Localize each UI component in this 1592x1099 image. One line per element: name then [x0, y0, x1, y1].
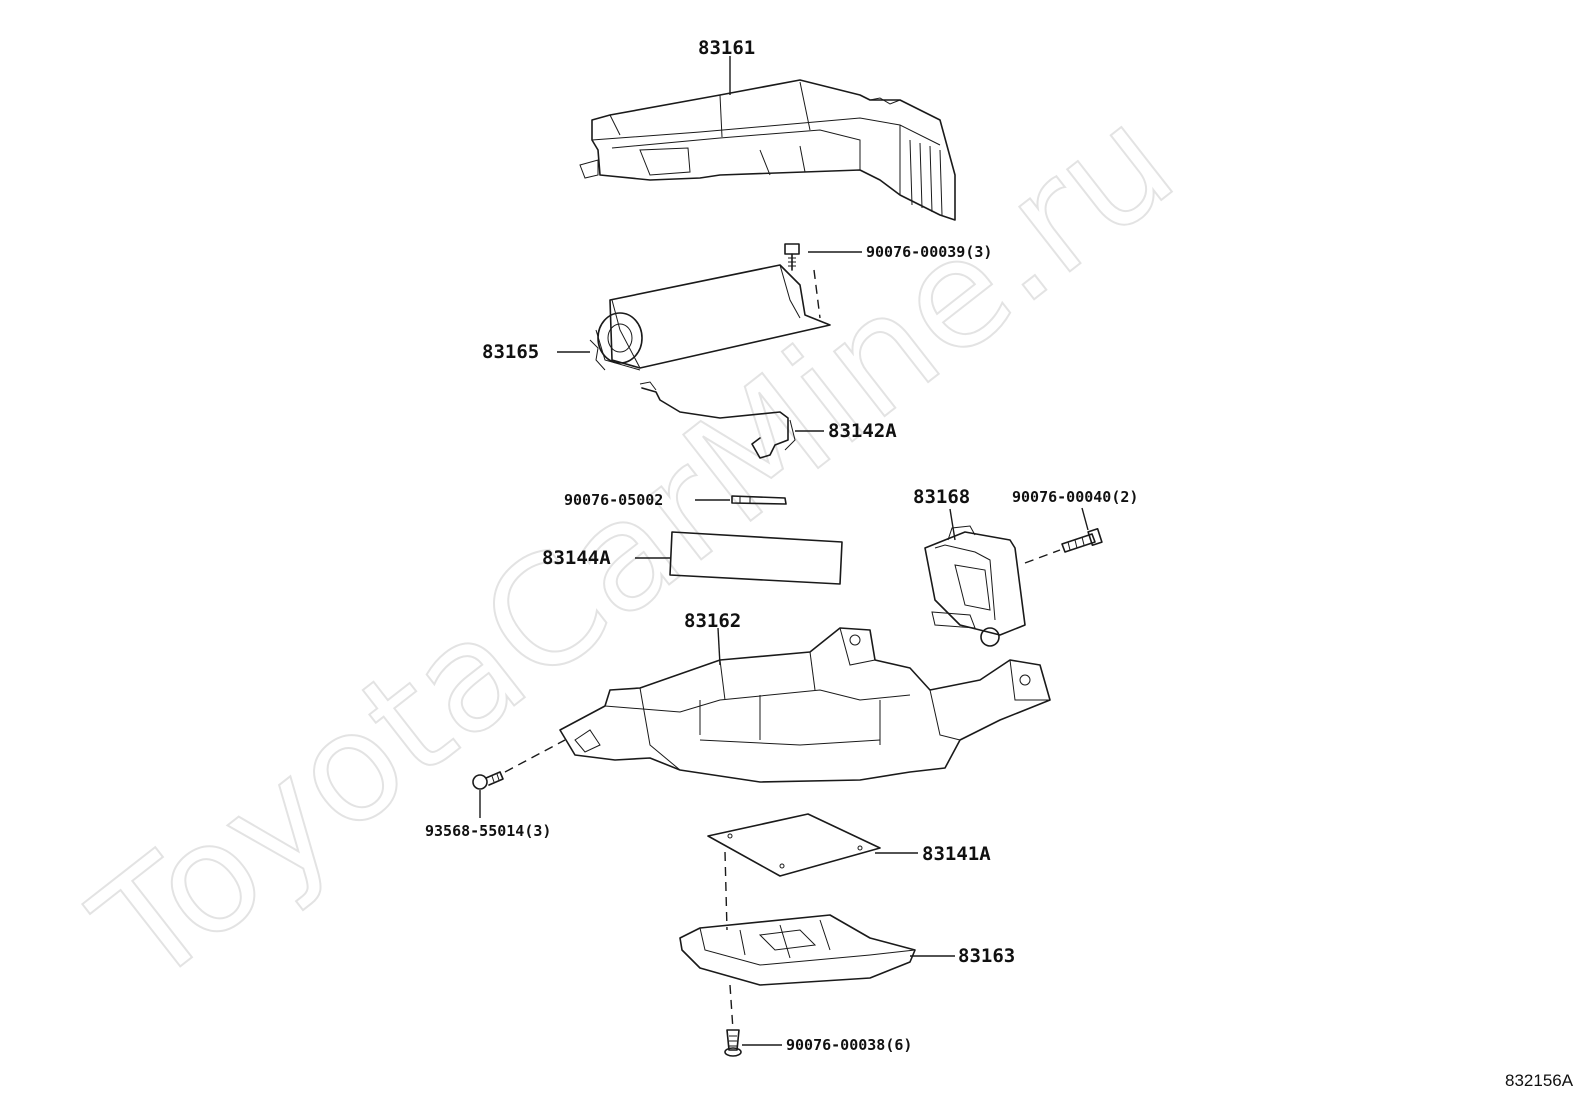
part-83161-drawing[interactable]	[579, 79, 956, 221]
diagram-code: 832156A	[1505, 1071, 1574, 1090]
label-83161: 83161	[698, 37, 755, 59]
label-90076-05002: 90076-05002	[564, 491, 663, 509]
label-83168: 83168	[913, 486, 970, 508]
watermark-text: ToyotaCarMine.ru	[64, 74, 1205, 1018]
part-83165-drawing[interactable]	[589, 264, 831, 371]
part-83142A-drawing[interactable]	[639, 381, 796, 459]
label-83141A: 83141A	[922, 843, 991, 865]
part-83168-drawing[interactable]	[924, 525, 1026, 647]
part-83141A-drawing[interactable]	[707, 813, 881, 877]
label-83163: 83163	[958, 945, 1015, 967]
label-90076-00039: 90076-00039(3)	[866, 243, 992, 261]
screw-90076-00040-icon[interactable]	[1061, 527, 1103, 553]
label-83165: 83165	[482, 341, 539, 363]
part-83144A-drawing[interactable]	[669, 531, 843, 585]
part-83162-drawing[interactable]	[559, 627, 1051, 783]
screw-93568-55014-icon[interactable]	[472, 771, 504, 790]
screw-90076-00039-icon[interactable]	[784, 243, 800, 271]
label-90076-00040: 90076-00040(2)	[1012, 488, 1138, 506]
part-83163-drawing[interactable]	[679, 914, 916, 986]
label-90076-00038: 90076-00038(6)	[786, 1036, 912, 1054]
screw-90076-00038-icon[interactable]	[724, 1029, 742, 1057]
label-83142A: 83142A	[828, 420, 897, 442]
label-93568-55014: 93568-55014(3)	[425, 822, 551, 840]
label-83162: 83162	[684, 610, 741, 632]
clip-90076-05002-icon[interactable]	[731, 495, 787, 505]
label-83144A: 83144A	[542, 547, 611, 569]
